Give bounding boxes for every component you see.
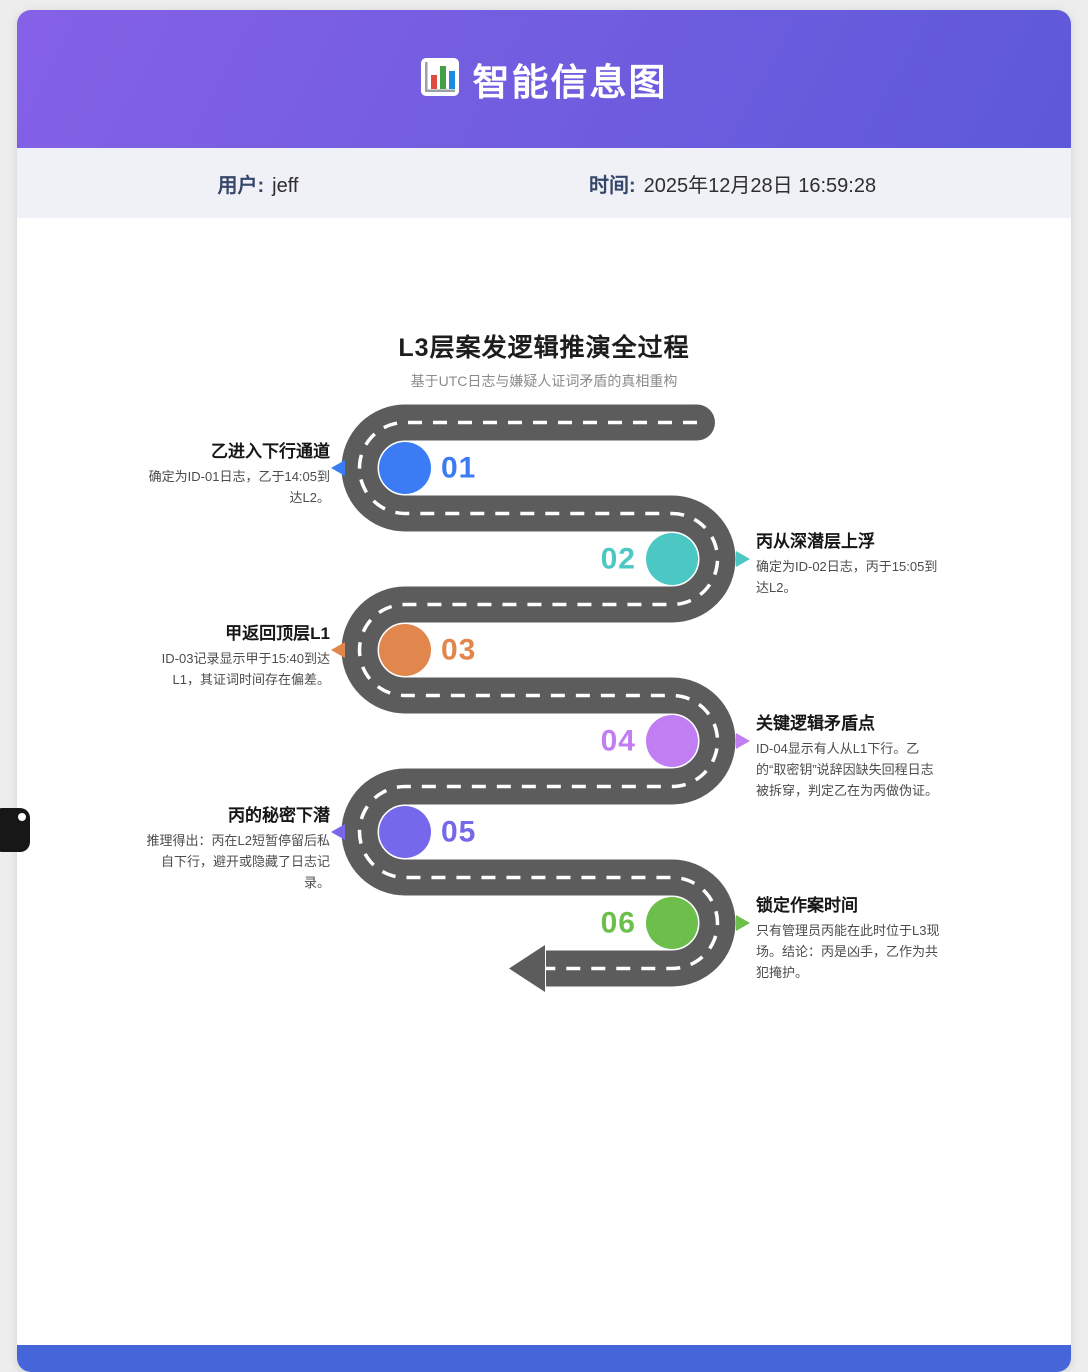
page-card: 智能信息图 用户: jeff 时间: 2025年12月28日 16:59:28 L3… [17, 10, 1071, 1372]
pointer-right-icon-2 [736, 551, 750, 567]
step-description-2: 确定为ID-02日志，丙于15:05到达L2。 [756, 559, 938, 595]
step-circle-4 [646, 715, 698, 767]
step-circle-5 [379, 806, 431, 858]
step-description-6: 只有管理员丙能在此时位于L3现场。结论：丙是凶手，乙作为共犯掩护。 [756, 923, 940, 980]
app-header: 智能信息图 [17, 10, 1071, 148]
step-label-1: 乙进入下行通道 确定为ID-01日志，乙于14:05到达L2。 [140, 437, 330, 509]
step-description-1: 确定为ID-01日志，乙于14:05到达L2。 [148, 469, 330, 505]
bar-chart-icon [420, 57, 459, 101]
step-label-5: 丙的秘密下潜 推理得出：丙在L2短暂停留后私自下行，避开或隐藏了日志记录。 [140, 801, 330, 893]
pointer-right-icon-4 [736, 733, 750, 749]
pointer-left-icon-1 [331, 460, 345, 476]
step-description-4: ID-04显示有人从L1下行。乙的“取密钥”说辞因缺失回程日志被拆穿，判定乙在为… [756, 741, 939, 798]
step-description-5: 推理得出：丙在L2短暂停留后私自下行，避开或隐藏了日志记录。 [146, 833, 330, 890]
step-title-2: 丙从深潜层上浮 [756, 532, 875, 551]
step-title-3: 甲返回顶层L1 [225, 624, 330, 643]
road-center-dashes [357, 420, 720, 971]
winding-road-diagram: 01 02 03 04 05 06 [331, 404, 750, 992]
step-circle-2 [646, 533, 698, 585]
step-title-1: 乙进入下行通道 [211, 442, 330, 461]
user-label: 用户: [217, 174, 265, 197]
step-label-6: 锁定作案时间 只有管理员丙能在此时位于L3现场。结论：丙是凶手，乙作为共犯掩护。 [756, 891, 946, 983]
infographic-section: L3层案发逻辑推演全过程 基于UTC日志与嫌疑人证词矛盾的真相重构 01 02 … [17, 218, 1071, 1345]
meta-time: 时间: 2025年12月28日 16:59:28 [589, 169, 1071, 198]
floating-widget-toggle[interactable] [0, 808, 30, 852]
step-title-5: 丙的秘密下潜 [228, 806, 330, 825]
app-title: 智能信息图 [472, 62, 668, 103]
footer-bar [17, 1345, 1071, 1372]
meta-user: 用户: jeff [17, 169, 589, 198]
step-circle-6 [646, 897, 698, 949]
infographic-subtitle: 基于UTC日志与嫌疑人证词矛盾的真相重构 [410, 373, 678, 389]
step-label-3: 甲返回顶层L1 ID-03记录显示甲于15:40到达L1，其证词时间存在偏差。 [140, 619, 330, 691]
step-number-5: 05 [441, 816, 476, 849]
step-description-3: ID-03记录显示甲于15:40到达L1，其证词时间存在偏差。 [161, 651, 330, 687]
step-circle-3 [379, 624, 431, 676]
step-title-4: 关键逻辑矛盾点 [756, 714, 875, 733]
widget-dot-icon [18, 813, 26, 821]
step-number-6: 06 [601, 907, 636, 940]
step-number-1: 01 [441, 452, 476, 485]
pointer-right-icon-6 [736, 915, 750, 931]
pointer-left-icon-3 [331, 642, 345, 658]
step-label-4: 关键逻辑矛盾点 ID-04显示有人从L1下行。乙的“取密钥”说辞因缺失回程日志被… [756, 709, 946, 801]
user-value: jeff [272, 174, 299, 197]
step-circle-1 [379, 442, 431, 494]
infographic-title: L3层案发逻辑推演全过程 [398, 334, 690, 362]
step-label-2: 丙从深潜层上浮 确定为ID-02日志，丙于15:05到达L2。 [756, 527, 946, 599]
step-number-3: 03 [441, 634, 476, 667]
time-label: 时间: [589, 174, 636, 197]
meta-bar: 用户: jeff 时间: 2025年12月28日 16:59:28 [17, 148, 1071, 218]
step-number-2: 02 [601, 543, 636, 576]
pointer-left-icon-5 [331, 824, 345, 840]
step-number-4: 04 [601, 725, 636, 758]
road-arrow-head-icon [509, 945, 545, 992]
time-value: 2025年12月28日 16:59:28 [643, 174, 877, 197]
step-title-6: 锁定作案时间 [756, 896, 858, 915]
